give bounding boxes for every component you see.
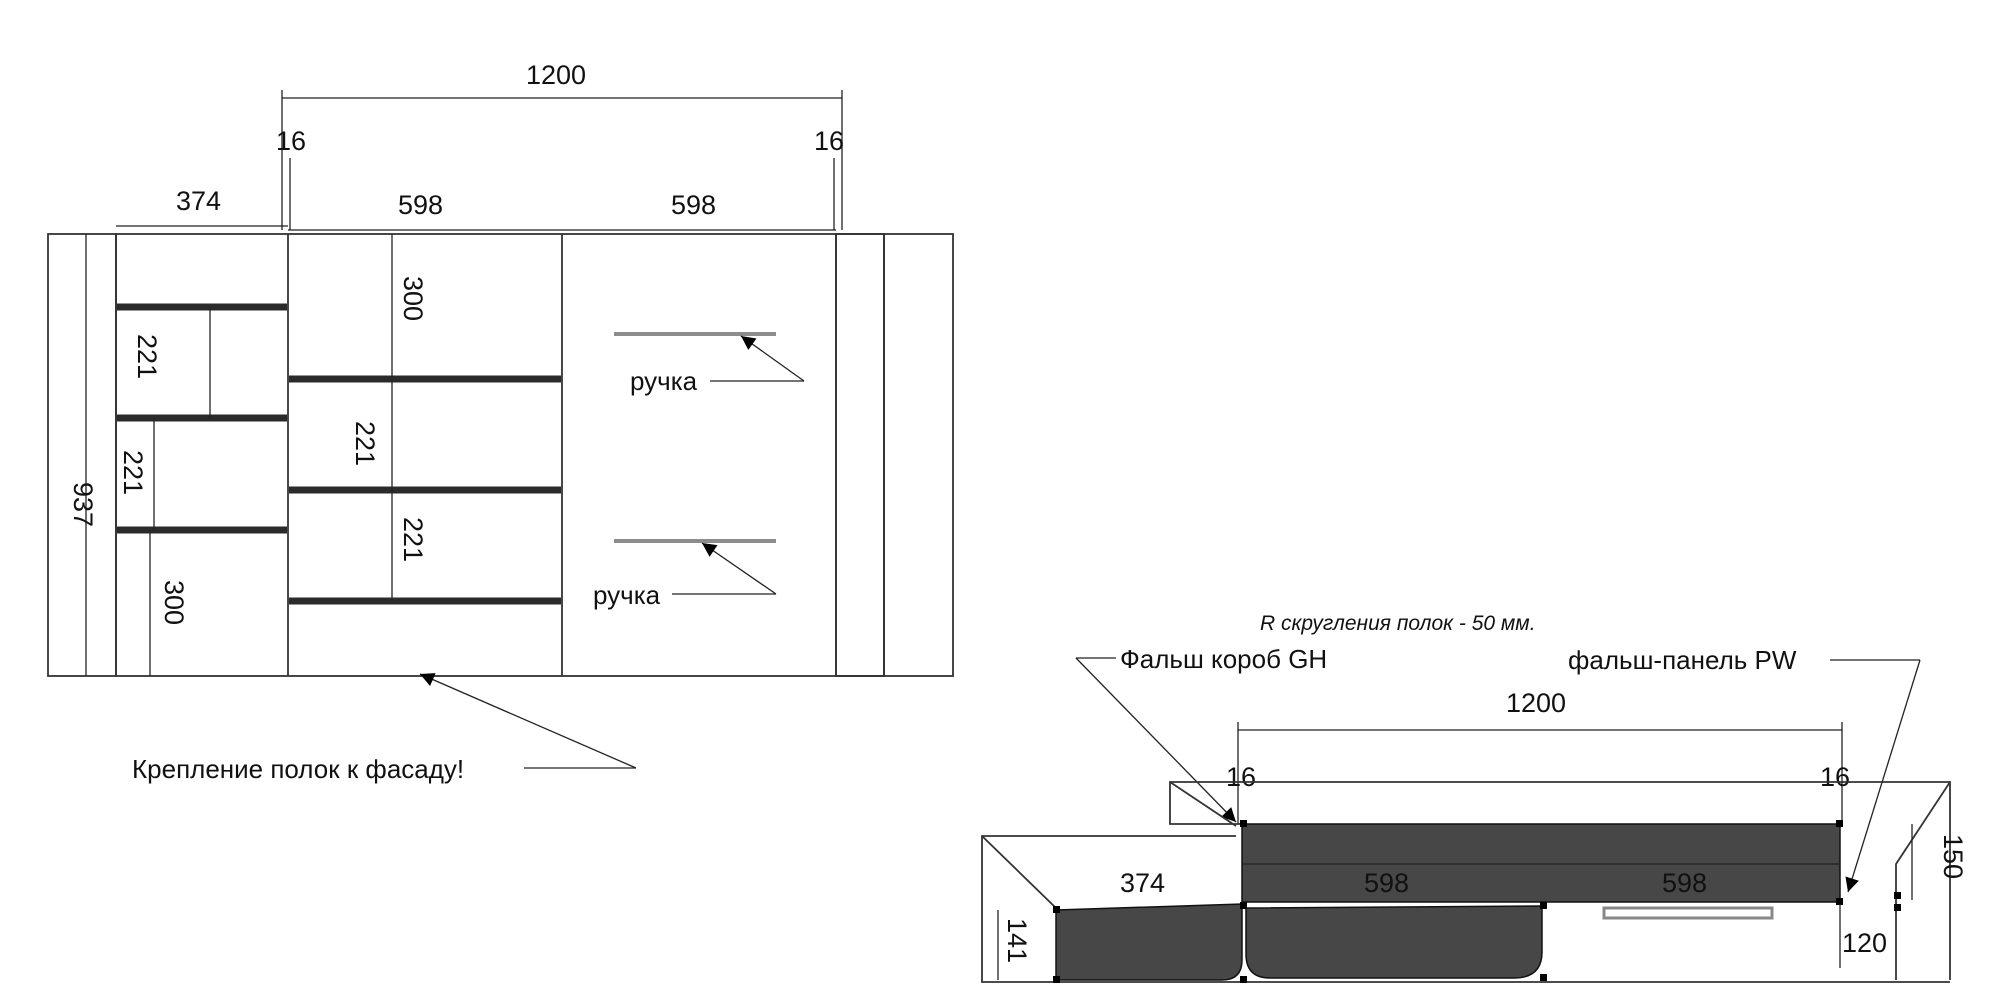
- right-side-panel: [835, 233, 885, 677]
- shelf-attachment-note: Крепление полок к фасаду!: [132, 754, 464, 784]
- handle-label-1: ручка: [630, 366, 698, 396]
- plan-shelf-left: [1055, 903, 1243, 981]
- dim-16-left: 16: [276, 126, 306, 156]
- dim-1200: 1200: [526, 60, 586, 90]
- plan-dim-598-right: 598: [1662, 868, 1707, 898]
- plan-shelf-main: [1241, 823, 1841, 903]
- dim-left-3: 300: [159, 580, 189, 625]
- left-outer-panel: [47, 233, 117, 677]
- plan-points: [1053, 820, 1901, 983]
- handle-label-2: ручка: [593, 580, 661, 610]
- handle-arrow-2: [701, 542, 777, 595]
- plan-dim-120: 120: [1842, 928, 1887, 958]
- plan-view: R скругления полок - 50 мм. Фальш короб …: [981, 612, 1968, 983]
- panel-label-arrow: [1845, 659, 1921, 893]
- plan-left-low-box: [981, 835, 1950, 983]
- plan-dim-16-left: 16: [1226, 762, 1256, 792]
- plan-dim-150: 150: [1938, 834, 1968, 879]
- dim-598-right: 598: [671, 190, 716, 220]
- cabinet-front-outline: [115, 233, 885, 677]
- radius-note: R скругления полок - 50 мм.: [1260, 612, 1536, 635]
- dim-374: 374: [176, 186, 221, 216]
- dim-598-middle: 598: [398, 190, 443, 220]
- shelf-note-arrow: [419, 673, 637, 769]
- dim-mid-2: 221: [350, 421, 380, 466]
- plan-dim-16-right: 16: [1820, 762, 1850, 792]
- plan-dim-1200: 1200: [1506, 688, 1566, 718]
- plan-dim-598-middle: 598: [1364, 868, 1409, 898]
- dim-16-right: 16: [814, 126, 844, 156]
- plan-left-low-diagonal: [981, 835, 1057, 909]
- plan-shelf-middle: [1245, 905, 1543, 979]
- plan-right-wall: [1895, 781, 1951, 980]
- handle-arrow-1: [740, 335, 805, 382]
- dim-937: 937: [68, 482, 98, 527]
- dim-mid-1: 300: [398, 276, 428, 321]
- dim-left-2: 221: [118, 450, 148, 495]
- plan-left-diagonal: [1169, 781, 1237, 827]
- box-label-arrow: [1075, 657, 1237, 823]
- false-box-label: Фальш короб GH: [1120, 644, 1327, 674]
- front-view: ручка ручка 1200 16 16 374 598 598 937 2…: [47, 60, 954, 784]
- plan-handle: [1602, 906, 1774, 920]
- false-panel-label: фальш-панель PW: [1568, 645, 1797, 675]
- right-outer-panel: [883, 233, 954, 677]
- plan-dim-374: 374: [1120, 868, 1165, 898]
- dim-mid-3: 221: [398, 517, 428, 562]
- plan-dim-141: 141: [1002, 918, 1032, 963]
- dim-left-1: 221: [132, 334, 162, 379]
